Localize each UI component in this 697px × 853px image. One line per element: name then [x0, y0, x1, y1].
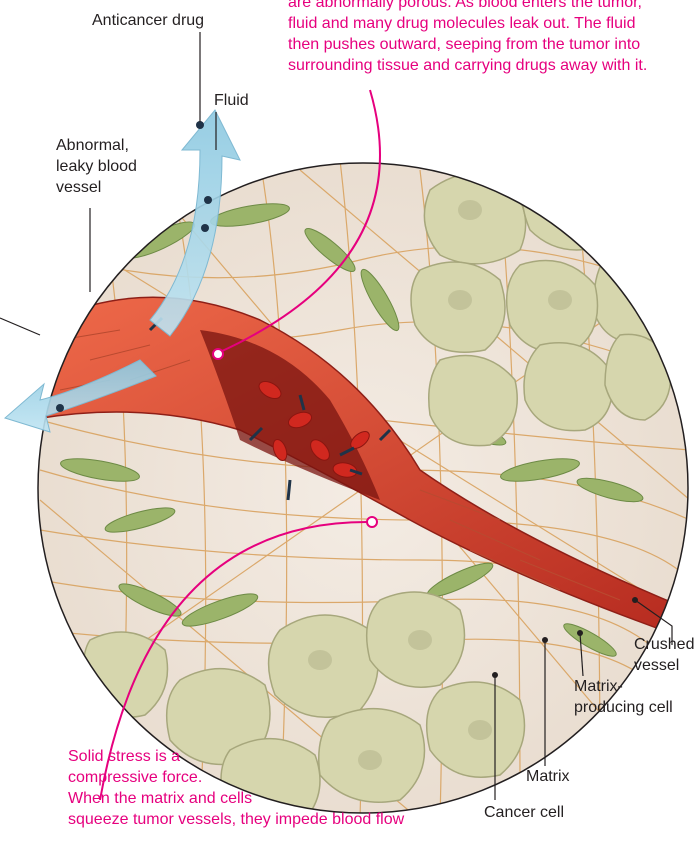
solid-stress-line1: Solid stress is a	[68, 746, 468, 767]
label-crushed-vessel-line1: Crushed	[634, 634, 694, 655]
offscreen-leader	[0, 318, 40, 335]
solid-stress-line3: When the matrix and cells	[68, 788, 468, 809]
label-fluid: Fluid	[214, 90, 249, 111]
fluid-pressure-line4: surrounding tissue and carrying drugs aw…	[288, 55, 692, 76]
label-matrix-producing-cell-line2: producing cell	[574, 697, 673, 718]
label-leaky-vessel-line3: vessel	[56, 177, 137, 198]
fluid-pressure-line3: then pushes outward, seeping from the tu…	[288, 34, 692, 55]
label-matrix-producing-cell: Matrix- producing cell	[574, 676, 673, 718]
label-anticancer-drug: Anticancer drug	[92, 10, 204, 31]
cancer-cells-upper	[411, 159, 673, 446]
solid-stress-line4: squeeze tumor vessels, they impede blood…	[68, 809, 468, 830]
label-leaky-vessel-line2: leaky blood	[56, 156, 137, 177]
fluid-pressure-line2: fluid and many drug molecules leak out. …	[288, 13, 692, 34]
label-matrix-producing-cell-line1: Matrix-	[574, 676, 673, 697]
label-cancer-cell: Cancer cell	[484, 802, 564, 823]
label-crushed-vessel: Crushed vessel	[634, 634, 694, 676]
label-leaky-vessel: Abnormal, leaky blood vessel	[56, 135, 137, 198]
fluid-pressure-annotation: are abnormally porous. As blood enters t…	[288, 0, 692, 76]
solid-stress-annotation: Solid stress is a compressive force. Whe…	[68, 746, 468, 830]
label-leaky-vessel-line1: Abnormal,	[56, 135, 137, 156]
solid-stress-line2: compressive force.	[68, 767, 468, 788]
label-matrix: Matrix	[526, 766, 570, 787]
fluid-pressure-line1: are abnormally porous. As blood enters t…	[288, 0, 692, 13]
label-crushed-vessel-line2: vessel	[634, 655, 694, 676]
